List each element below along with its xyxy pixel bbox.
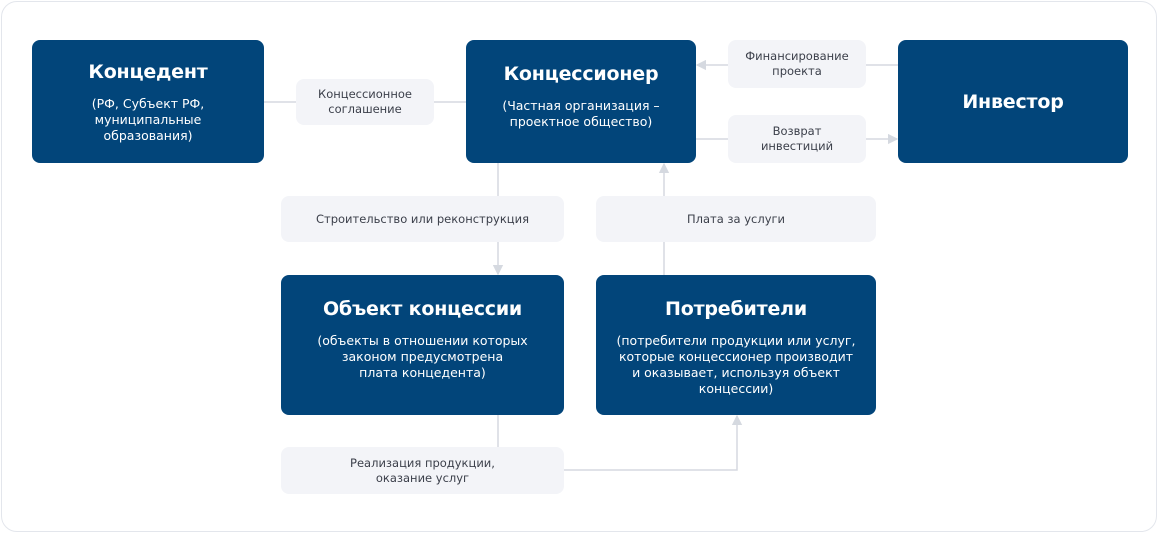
consumers-title: Потребители [665, 298, 807, 320]
investor-title: Инвестор [962, 90, 1064, 113]
concedent-box: Концедент (РФ, Субъект РФ, муниципальные… [32, 40, 264, 163]
investment-return-tag: Возврат инвестиций [728, 115, 866, 163]
concessionaire-box: Концессионер (Частная организация – прое… [466, 40, 696, 163]
concession-object-description: (объекты в отношении которых законом пре… [317, 333, 528, 380]
concedent-title: Концедент [88, 60, 208, 83]
concession-object-box: Объект концессии (объекты в отношении ко… [281, 275, 564, 415]
consumers-description: (потребители продукции или услуг, которы… [616, 333, 856, 396]
project-financing-tag: Финансирование проекта [728, 40, 866, 88]
concessionaire-title: Концессионер [503, 63, 659, 85]
investor-box: Инвестор [898, 40, 1128, 163]
service-fee-tag: Плата за услуги [596, 196, 876, 242]
concession-agreement-tag: Концессионное соглашение [296, 79, 434, 125]
concession-object-title: Объект концессии [322, 298, 523, 320]
product-sales-tag: Реализация продукции, оказание услуг [281, 447, 564, 494]
construction-tag: Строительство или реконструкция [281, 196, 564, 242]
concedent-description: (РФ, Субъект РФ, муниципальные образован… [91, 95, 205, 143]
concessionaire-description: (Частная организация – проектное обществ… [502, 98, 660, 129]
consumers-box: Потребители (потребители продукции или у… [596, 275, 876, 415]
